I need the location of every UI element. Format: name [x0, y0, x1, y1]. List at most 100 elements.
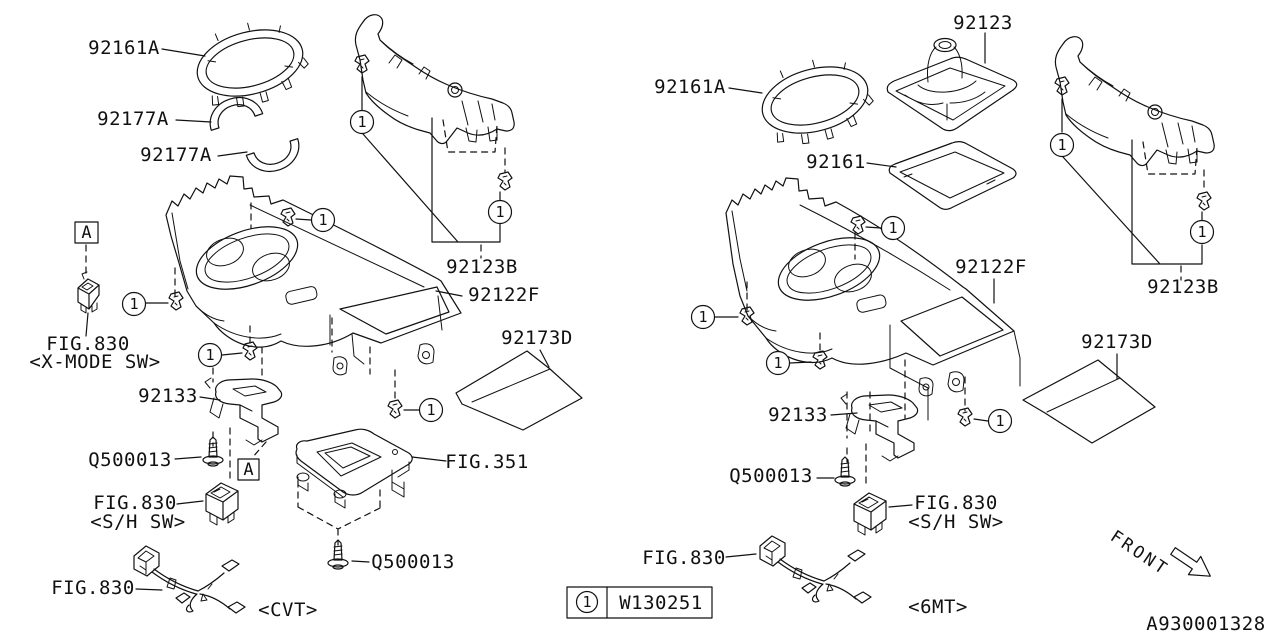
console-detail — [731, 204, 1021, 421]
hidden-lines — [1142, 141, 1205, 281]
svg-text:1: 1 — [129, 295, 138, 313]
trim-92177A-upper: 92177A — [97, 97, 264, 131]
switch-shape — [205, 482, 239, 526]
trim-92177A-lower: 92177A — [140, 138, 300, 172]
mount-tab — [332, 343, 435, 376]
leader-line — [199, 396, 221, 401]
hidden-lines — [846, 443, 867, 489]
svg-text:1: 1 — [495, 203, 504, 221]
part-label-92161: 92161 — [806, 151, 866, 173]
screw-Q500013-left: Q500013 — [88, 436, 224, 471]
fig-351-label: FIG.351 — [445, 451, 529, 473]
sh-switch-right: FIG.830 <S/H SW> — [853, 492, 1004, 536]
sh-sw-caption-right: <S/H SW> — [908, 511, 1004, 533]
mount-tab — [918, 371, 965, 397]
svg-text:1: 1 — [318, 211, 327, 229]
leader-line — [435, 290, 463, 297]
fig-830-xmode-label: FIG.830 — [46, 333, 130, 355]
svg-text:1: 1 — [1057, 136, 1066, 154]
callout-1: 1 — [487, 199, 513, 225]
part-label-92123B-right: 92123B — [1147, 276, 1219, 298]
callout-1: 1 — [765, 350, 791, 376]
leader-line — [161, 48, 206, 57]
diagram-id: A930001328 — [1146, 613, 1265, 635]
console-detail — [171, 204, 443, 365]
legend-table: 1 W130251 — [566, 586, 713, 619]
screw-icon — [202, 436, 224, 467]
part-label-92177A-lower: 92177A — [140, 144, 212, 166]
harness-fig830-6mt: FIG.830 <6MT> — [642, 535, 967, 618]
clip-icon — [387, 399, 403, 419]
svg-text:1: 1 — [205, 346, 214, 364]
callouts-left: 1 1 1 1 1 1 — [121, 109, 513, 423]
mat-92173D-left: 92173D — [455, 327, 583, 431]
svg-text:1: 1 — [426, 401, 435, 419]
screw-Q500013-lower: Q500013 — [327, 539, 455, 573]
bezel-92161A-left: 92161A — [88, 10, 316, 118]
part-label-Q500013-left: Q500013 — [88, 449, 172, 471]
leader-line — [85, 312, 89, 337]
callout-box-a-label: A — [81, 223, 91, 243]
part-label-92133-left: 92133 — [138, 385, 198, 407]
hidden-lines — [297, 480, 381, 546]
console-92122F-right: 92122F — [725, 177, 1026, 439]
console-outline — [165, 175, 462, 348]
console-outline — [725, 177, 1015, 366]
callout-1: 1 — [121, 291, 147, 317]
fig-830-sh-label-left: FIG.830 — [93, 492, 177, 514]
svg-text:1: 1 — [888, 219, 897, 237]
leader-line — [175, 119, 212, 123]
harness-fig830-cvt: FIG.830 <CVT> — [51, 545, 318, 621]
ring-92161: 92161 — [806, 141, 1017, 210]
part-label-92123B-left: 92123B — [446, 256, 518, 278]
console-92122F-left: 92122F — [165, 175, 540, 403]
clip-icon — [242, 341, 258, 361]
leader-line — [217, 151, 248, 157]
leader-line — [888, 504, 913, 508]
part-label-92133-right: 92133 — [768, 404, 828, 426]
callout-1: 1 — [310, 207, 336, 233]
front-arrow-icon — [1170, 547, 1211, 577]
part-label-92173D-right: 92173D — [1081, 331, 1153, 353]
shifter-surround-inner — [339, 286, 450, 335]
side-panel-shape — [354, 14, 515, 145]
bracket-92133-left: 92133 A — [138, 377, 283, 481]
svg-text:1: 1 — [773, 354, 782, 372]
hidden-lines — [442, 119, 506, 259]
callout-1: 1 — [349, 109, 375, 135]
callout-1: 1 — [1049, 132, 1075, 158]
callout-box-a2-label: A — [243, 460, 253, 480]
leader-line — [866, 162, 897, 168]
leader-line — [539, 349, 550, 368]
clip-icon — [850, 215, 866, 235]
clip-icon — [497, 171, 513, 191]
side-panel-92123B-left: 92123B — [354, 14, 518, 278]
legend-part-number: W130251 — [619, 592, 703, 614]
leader-line — [830, 412, 858, 416]
sh-switch-left: FIG.830 <S/H SW> — [90, 482, 239, 533]
fig-830-harness-label-left: FIG.830 — [51, 577, 135, 599]
leader-line — [411, 456, 447, 462]
fig-830-harness-label-right: FIG.830 — [642, 547, 726, 569]
leader-line — [351, 560, 370, 563]
callout-1: 1 — [1189, 219, 1215, 245]
clip-icon — [168, 291, 184, 311]
callout-1: 1 — [690, 304, 716, 330]
shifter-surround-inner — [900, 296, 1004, 357]
callout-1: 1 — [880, 215, 906, 241]
assembly-lines — [1061, 98, 1203, 265]
mat-92173D-right: 92173D — [1022, 331, 1156, 444]
assembly-lines — [361, 76, 501, 243]
part-label-92122F-left: 92122F — [468, 284, 540, 306]
callouts-right: 1 1 1 1 1 1 — [690, 132, 1215, 434]
part-label-Q500013-lower: Q500013 — [371, 551, 455, 573]
front-direction-indicator: FRONT — [1106, 527, 1211, 580]
leader-line — [728, 87, 763, 94]
callout-1: 1 — [418, 397, 444, 423]
svg-text:1: 1 — [1197, 223, 1206, 241]
boot-92123: 92123 — [886, 12, 1018, 132]
xmode-switch-assembly: A FIG.830 <X-MODE SW> — [29, 221, 160, 373]
xmode-sw-caption: <X-MODE SW> — [29, 351, 160, 373]
cvt-variant-label: <CVT> — [258, 599, 318, 621]
